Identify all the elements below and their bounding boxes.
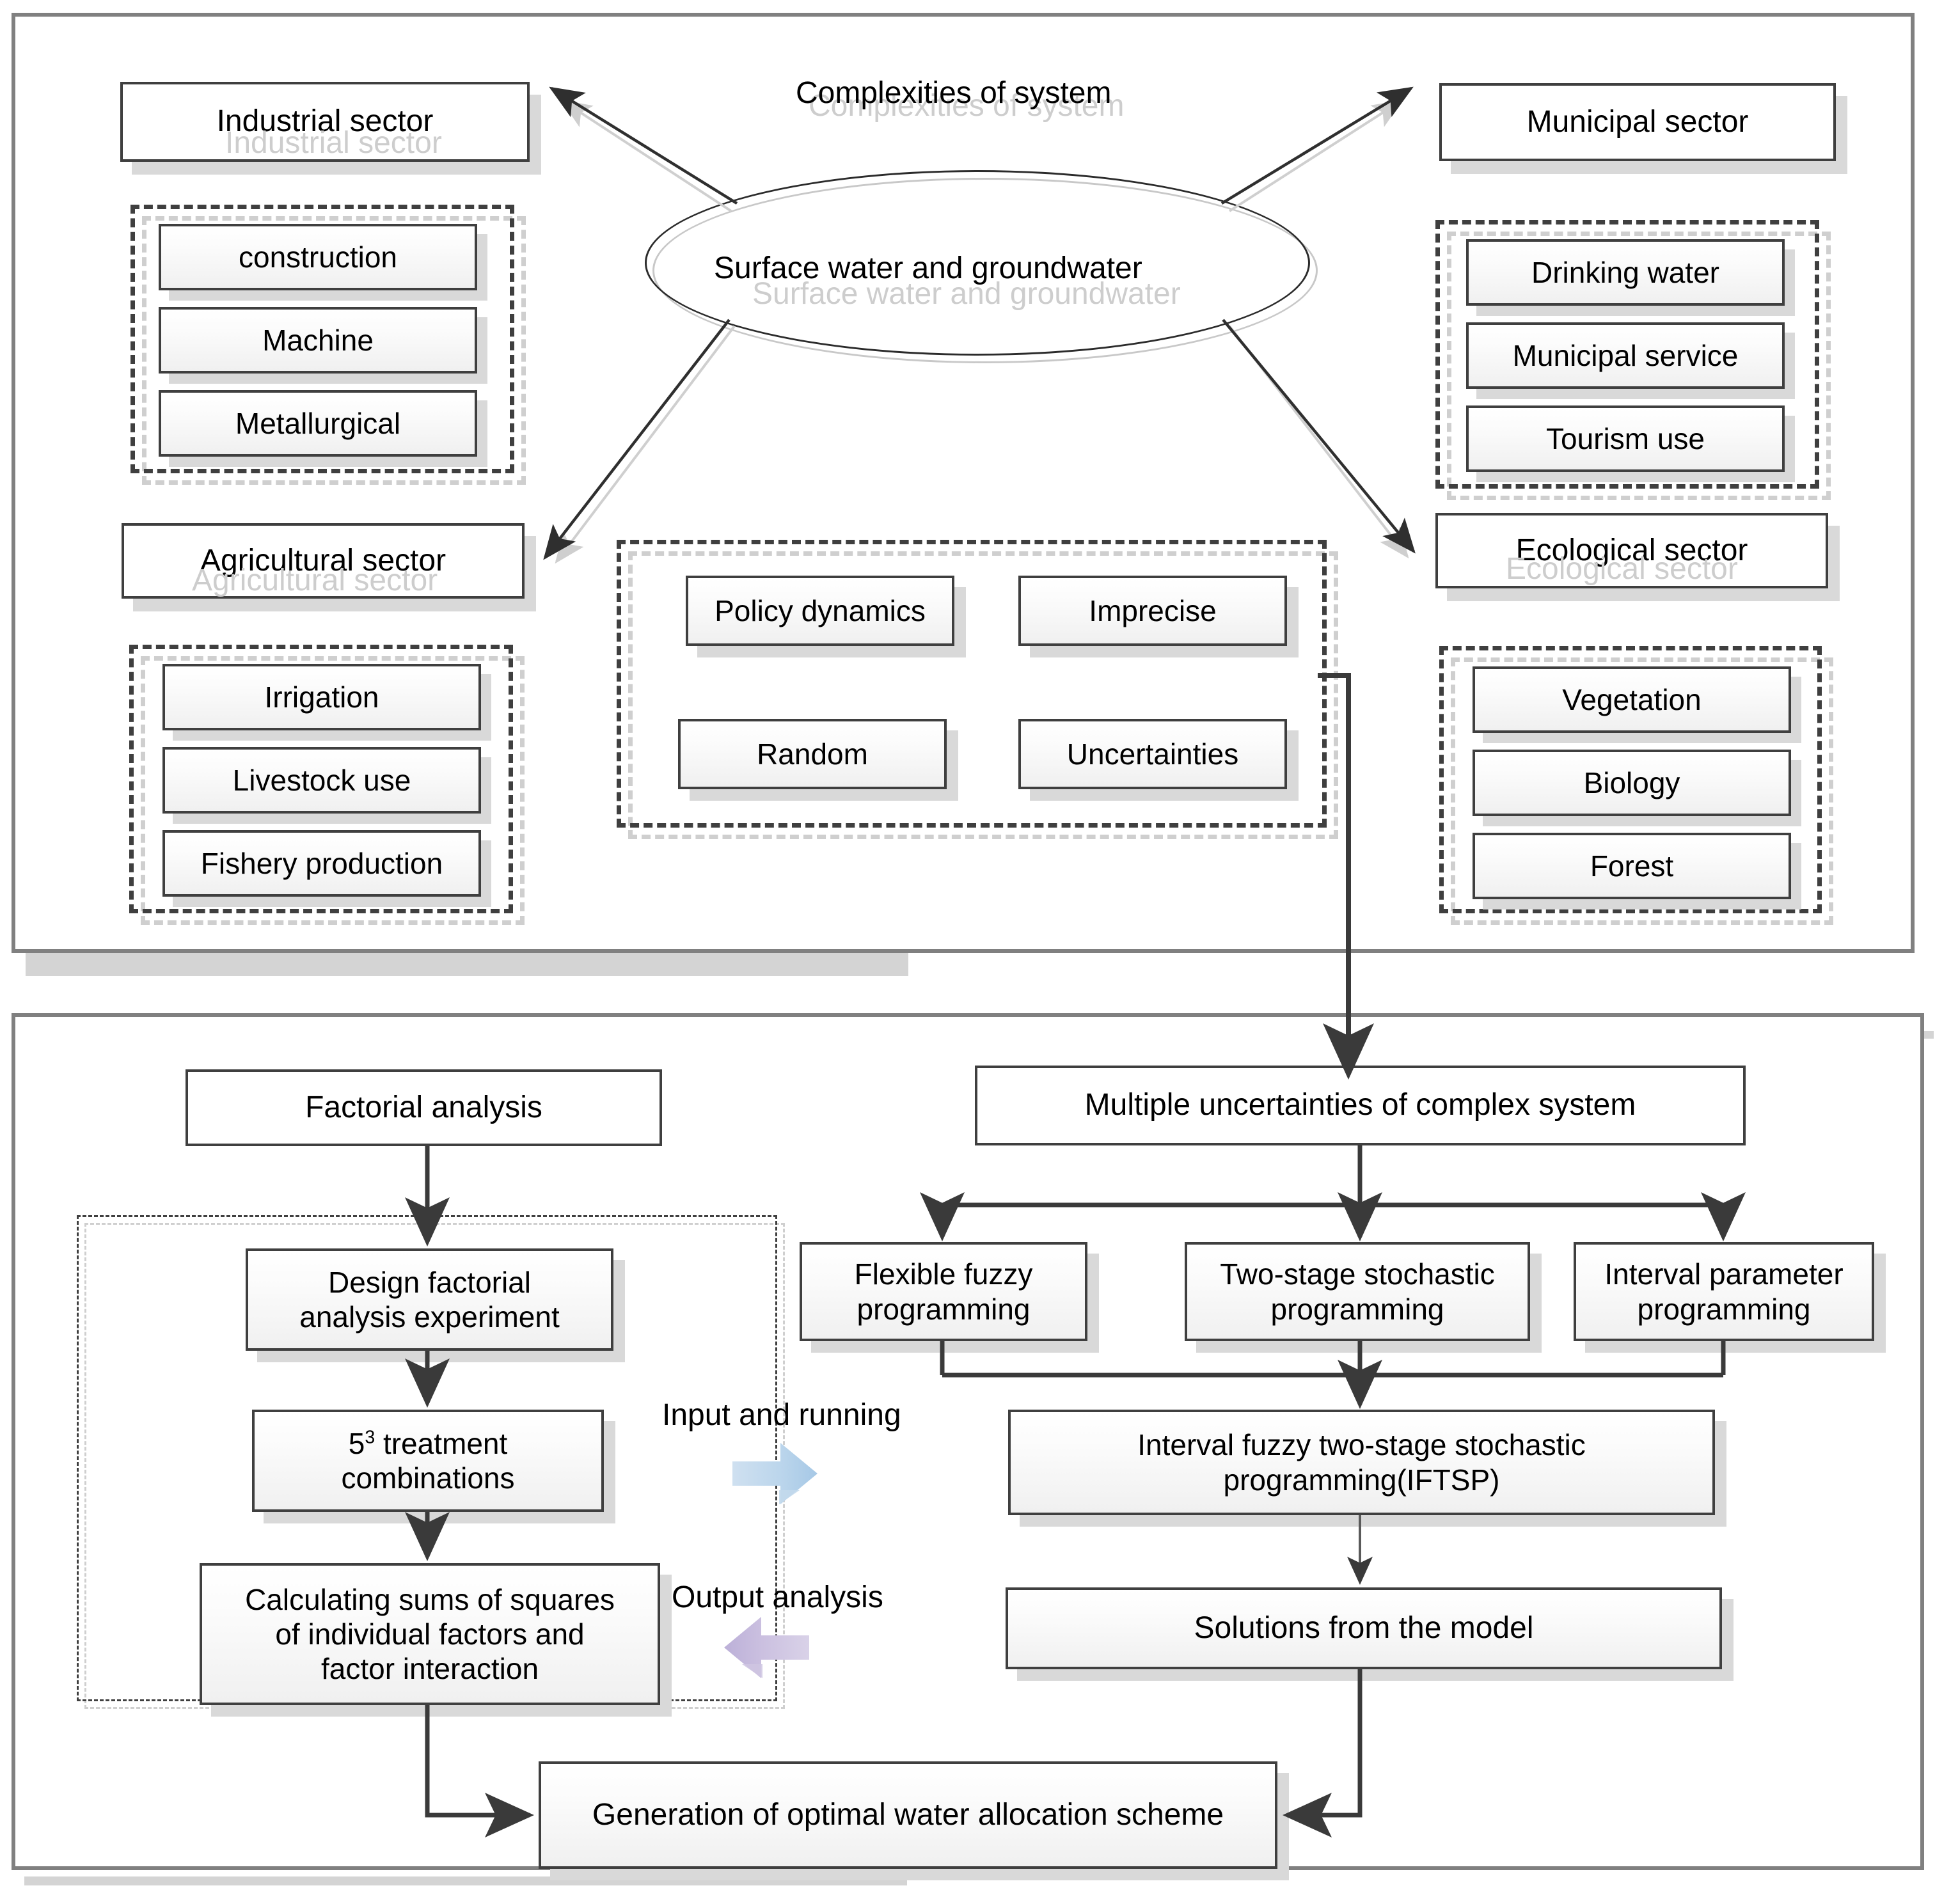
municipal-sector-label: Municipal sector bbox=[1526, 104, 1749, 139]
agricultural-items-group-ghost bbox=[141, 656, 525, 925]
municipal-item-2[interactable]: Tourism use bbox=[1466, 405, 1785, 472]
solutions-label: Solutions from the model bbox=[1194, 1610, 1534, 1645]
ecological-item-1[interactable]: Biology bbox=[1473, 750, 1791, 816]
final-label: Generation of optimal water allocation s… bbox=[592, 1797, 1224, 1832]
industrial-item-1[interactable]: Machine bbox=[159, 307, 477, 374]
output-analysis-label: Output analysis bbox=[672, 1580, 883, 1614]
municipal-item-1[interactable]: Municipal service bbox=[1466, 322, 1785, 389]
uncertainty-item-0-label: Policy dynamics bbox=[715, 594, 926, 627]
ecological-item-2[interactable]: Forest bbox=[1473, 833, 1791, 899]
uncertainty-item-3-label: Uncertainties bbox=[1066, 737, 1239, 771]
agricultural-sector-label: Agricultural sector bbox=[200, 543, 446, 578]
municipal-items-group-ghost bbox=[1447, 232, 1831, 500]
ecological-items-group bbox=[1439, 646, 1822, 913]
industrial-item-1-label: Machine bbox=[262, 323, 374, 357]
ecological-sector-label: Ecological sector bbox=[1515, 533, 1748, 567]
industrial-item-2[interactable]: Metallurgical bbox=[159, 390, 477, 457]
uncertainty-item-0[interactable]: Policy dynamics bbox=[686, 576, 954, 646]
final-box[interactable]: Generation of optimal water allocation s… bbox=[539, 1761, 1277, 1869]
municipal-items-group bbox=[1435, 220, 1819, 489]
factorial-exponent: 3 bbox=[365, 1427, 375, 1448]
ecological-item-0[interactable]: Vegetation bbox=[1473, 666, 1791, 733]
ecological-sector-box[interactable]: Ecological sector bbox=[1435, 513, 1828, 588]
uncertainty-item-2-label: Random bbox=[757, 737, 868, 771]
industrial-item-0-label: construction bbox=[238, 240, 397, 274]
ecological-item-1-label: Biology bbox=[1583, 766, 1680, 799]
model-header-label: Multiple uncertainties of complex system bbox=[1084, 1088, 1636, 1122]
industrial-item-2-label: Metallurgical bbox=[235, 406, 401, 440]
industrial-items-group bbox=[130, 205, 514, 473]
factorial-analysis-box[interactable]: Factorial analysis bbox=[186, 1069, 662, 1146]
input-running-label: Input and running bbox=[662, 1398, 901, 1432]
municipal-item-1-label: Municipal service bbox=[1512, 338, 1739, 372]
factorial-analysis-label: Factorial analysis bbox=[305, 1090, 542, 1124]
center-node-label: Surface water and groundwater bbox=[714, 251, 1142, 285]
uncertainty-item-1-label: Imprecise bbox=[1089, 594, 1217, 627]
top-panel-edge-ghost bbox=[26, 967, 908, 976]
industrial-sector-box[interactable]: Industrial sector bbox=[120, 82, 530, 162]
municipal-item-2-label: Tourism use bbox=[1546, 421, 1705, 455]
ecological-item-2-label: Forest bbox=[1590, 849, 1674, 883]
agricultural-item-2-label: Fishery production bbox=[200, 846, 443, 880]
center-node-ellipse bbox=[645, 170, 1310, 356]
agricultural-sector-box[interactable]: Agricultural sector bbox=[122, 523, 525, 599]
agricultural-item-0[interactable]: Irrigation bbox=[162, 664, 481, 730]
solutions-box[interactable]: Solutions from the model bbox=[1006, 1587, 1722, 1669]
industrial-item-0[interactable]: construction bbox=[159, 224, 477, 290]
uncertainty-item-3[interactable]: Uncertainties bbox=[1018, 719, 1287, 789]
top-panel-title: Complexities of system bbox=[796, 76, 1112, 110]
agricultural-items-group bbox=[129, 645, 513, 913]
industrial-items-group-ghost bbox=[142, 216, 526, 485]
ecological-item-0-label: Vegetation bbox=[1562, 682, 1702, 716]
municipal-sector-box[interactable]: Municipal sector bbox=[1439, 83, 1836, 161]
uncertainty-item-1[interactable]: Imprecise bbox=[1018, 576, 1287, 646]
municipal-item-0-label: Drinking water bbox=[1531, 255, 1719, 289]
agricultural-item-1-label: Livestock use bbox=[232, 763, 411, 797]
uncertainty-item-2[interactable]: Random bbox=[678, 719, 947, 789]
agricultural-item-2[interactable]: Fishery production bbox=[162, 830, 481, 897]
ecological-items-group-ghost bbox=[1451, 657, 1833, 925]
agricultural-item-1[interactable]: Livestock use bbox=[162, 747, 481, 814]
municipal-item-0[interactable]: Drinking water bbox=[1466, 239, 1785, 306]
industrial-sector-label: Industrial sector bbox=[216, 104, 434, 139]
model-header-box[interactable]: Multiple uncertainties of complex system bbox=[975, 1066, 1746, 1145]
agricultural-item-0-label: Irrigation bbox=[264, 680, 379, 714]
